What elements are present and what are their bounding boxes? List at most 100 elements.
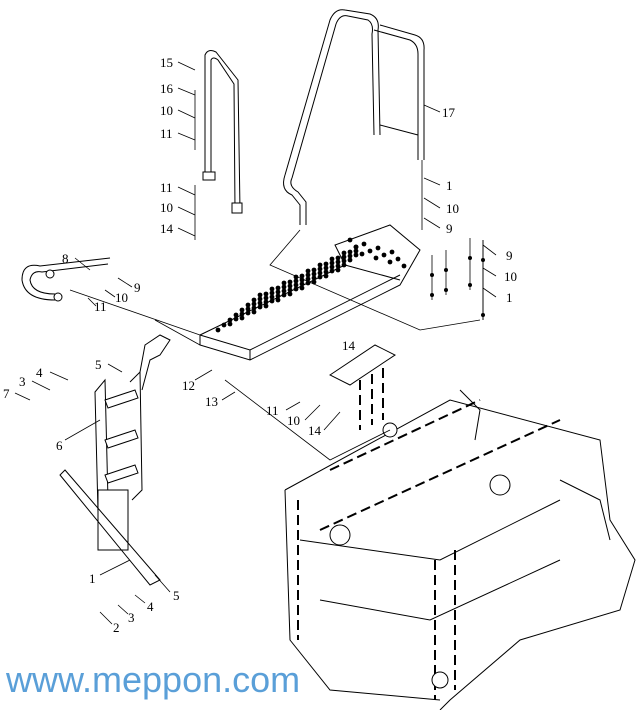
callout-15: 15 bbox=[160, 55, 173, 70]
platform-hole bbox=[239, 315, 245, 321]
callout-5: 5 bbox=[173, 588, 180, 603]
platform-hole bbox=[347, 253, 353, 259]
platform-hole bbox=[269, 286, 275, 292]
platform-12 bbox=[199, 224, 421, 361]
platform-hole bbox=[275, 297, 281, 303]
platform-hole bbox=[341, 254, 347, 260]
platform-hole bbox=[381, 252, 387, 258]
platform-hole bbox=[239, 311, 245, 317]
platform-hole bbox=[311, 271, 317, 277]
platform-hole bbox=[299, 273, 305, 279]
platform-hole bbox=[329, 264, 335, 270]
handrail-17 bbox=[283, 9, 425, 225]
callout-13: 13 bbox=[205, 394, 218, 409]
nut bbox=[468, 283, 472, 287]
platform-hole bbox=[257, 296, 263, 302]
callout-11: 11 bbox=[266, 403, 279, 418]
handrail-15 bbox=[202, 50, 243, 214]
platform-hole bbox=[275, 289, 281, 295]
platform-hole bbox=[251, 305, 257, 311]
platform-hole bbox=[275, 293, 281, 299]
callout-16: 16 bbox=[160, 81, 174, 96]
platform-hole bbox=[221, 322, 227, 328]
platform-hole bbox=[335, 263, 341, 269]
platform-hole bbox=[263, 291, 269, 297]
callout-2: 2 bbox=[113, 620, 120, 635]
platform-hole bbox=[305, 268, 311, 274]
callout-14: 14 bbox=[308, 423, 322, 438]
callout-5: 5 bbox=[95, 357, 102, 372]
callout-11: 11 bbox=[160, 126, 173, 141]
platform-hole bbox=[257, 300, 263, 306]
callout-3: 3 bbox=[19, 374, 26, 389]
nut bbox=[444, 268, 448, 272]
callout-4: 4 bbox=[147, 599, 154, 614]
platform-hole bbox=[287, 279, 293, 285]
platform-hole bbox=[341, 258, 347, 264]
platform-hole bbox=[395, 256, 401, 262]
platform-hole bbox=[375, 245, 381, 251]
platform-hole bbox=[335, 259, 341, 265]
platform-hole bbox=[251, 297, 257, 303]
platform-hole bbox=[245, 306, 251, 312]
leader-lines bbox=[14, 61, 497, 625]
platform-hole bbox=[353, 252, 359, 258]
callout-9: 9 bbox=[506, 248, 513, 263]
callout-10: 10 bbox=[446, 201, 459, 216]
platform-hole bbox=[281, 280, 287, 286]
callout-10: 10 bbox=[160, 103, 173, 118]
callout-3: 3 bbox=[128, 610, 135, 625]
callout-1: 1 bbox=[506, 290, 513, 305]
platform-hole bbox=[341, 262, 347, 268]
platform-hole bbox=[305, 272, 311, 278]
platform-hole bbox=[335, 255, 341, 261]
platform-hole bbox=[341, 250, 347, 256]
platform-hole bbox=[233, 316, 239, 322]
platform-hole bbox=[311, 267, 317, 273]
platform-hole bbox=[287, 291, 293, 297]
platform-hole bbox=[299, 281, 305, 287]
platform-hole bbox=[263, 303, 269, 309]
platform-hole bbox=[245, 310, 251, 316]
platform-hole bbox=[263, 299, 269, 305]
callout-4: 4 bbox=[36, 365, 43, 380]
nut bbox=[481, 313, 485, 317]
callout-7: 7 bbox=[3, 386, 10, 401]
platform-hole bbox=[299, 285, 305, 291]
watermark: www.meppon.com bbox=[5, 659, 300, 700]
nut bbox=[430, 273, 434, 277]
platform-hole bbox=[401, 263, 407, 269]
nut bbox=[481, 258, 485, 262]
platform-hole bbox=[347, 257, 353, 263]
fastener-bolts bbox=[430, 238, 485, 320]
platform-hole bbox=[263, 295, 269, 301]
platform-hole bbox=[317, 266, 323, 272]
machine-frame bbox=[284, 389, 636, 710]
platform-hole bbox=[367, 248, 373, 254]
platform-hole bbox=[305, 276, 311, 282]
platform-hole bbox=[317, 262, 323, 268]
callout-1: 1 bbox=[446, 178, 453, 193]
callout-10: 10 bbox=[160, 200, 173, 215]
support-bracket bbox=[329, 344, 396, 430]
platform-hole bbox=[251, 301, 257, 307]
callout-6: 6 bbox=[56, 438, 63, 453]
callout-10: 10 bbox=[287, 413, 300, 428]
platform-hole bbox=[323, 273, 329, 279]
callout-12: 12 bbox=[182, 378, 195, 393]
platform-hole bbox=[269, 294, 275, 300]
callout-10: 10 bbox=[115, 290, 128, 305]
platform-hole bbox=[359, 251, 365, 257]
platform-hole bbox=[227, 317, 233, 323]
platform-hole bbox=[347, 237, 353, 243]
platform-hole bbox=[257, 292, 263, 298]
callout-17: 17 bbox=[442, 105, 456, 120]
platform-hole bbox=[281, 288, 287, 294]
callout-8: 8 bbox=[62, 251, 69, 266]
callout-10: 10 bbox=[504, 269, 517, 284]
platform-hole bbox=[269, 290, 275, 296]
handrail-8 bbox=[21, 257, 111, 302]
platform-hole bbox=[353, 244, 359, 250]
callout-14: 14 bbox=[342, 338, 356, 353]
